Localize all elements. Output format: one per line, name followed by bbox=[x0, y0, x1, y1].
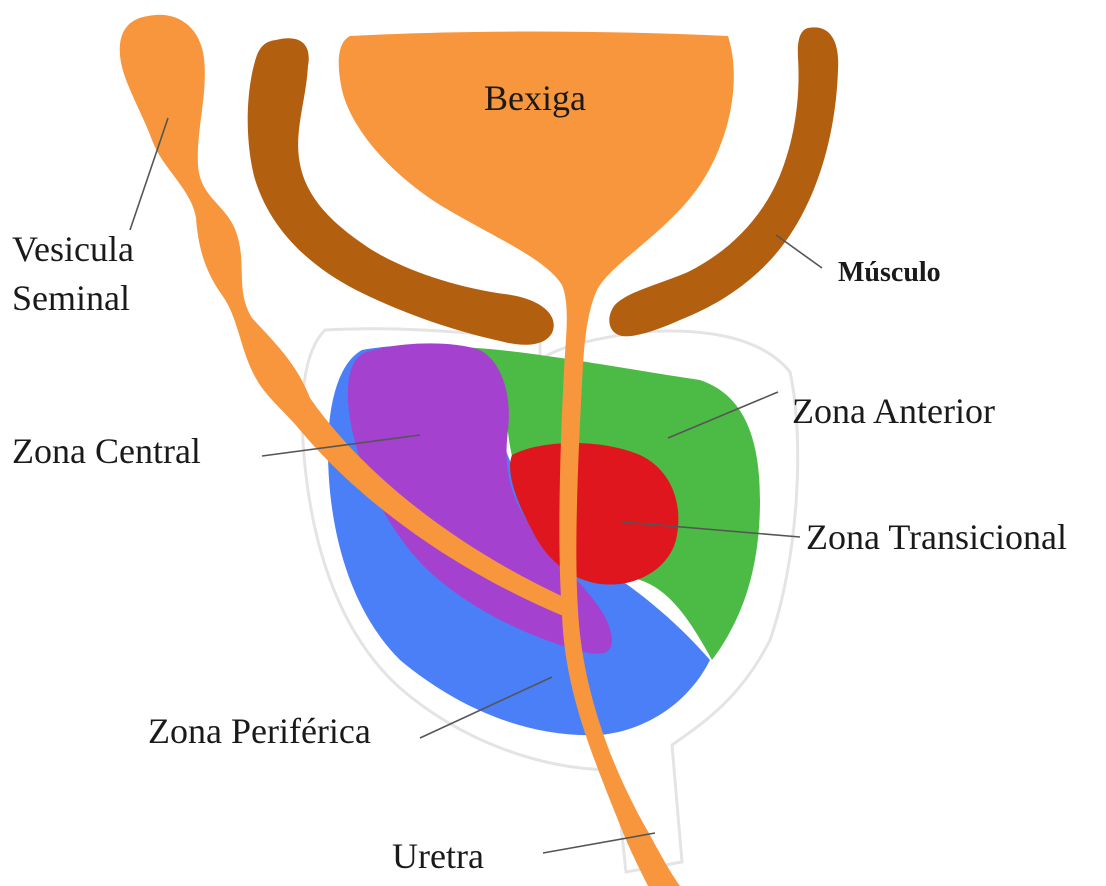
leader-line-musculo bbox=[776, 235, 822, 268]
label-musculo: Músculo bbox=[838, 257, 941, 288]
label-zona-transicional: Zona Transicional bbox=[806, 517, 1067, 557]
label-vesicula: Vesicula bbox=[12, 229, 134, 269]
label-uretra: Uretra bbox=[392, 836, 484, 876]
label-seminal: Seminal bbox=[12, 278, 130, 318]
label-zona-anterior: Zona Anterior bbox=[792, 391, 995, 431]
label-zona-central: Zona Central bbox=[12, 431, 201, 471]
leader-line-vesicula bbox=[130, 118, 168, 230]
label-bexiga: Bexiga bbox=[484, 78, 586, 118]
label-zona-periferica: Zona Periférica bbox=[148, 711, 371, 751]
